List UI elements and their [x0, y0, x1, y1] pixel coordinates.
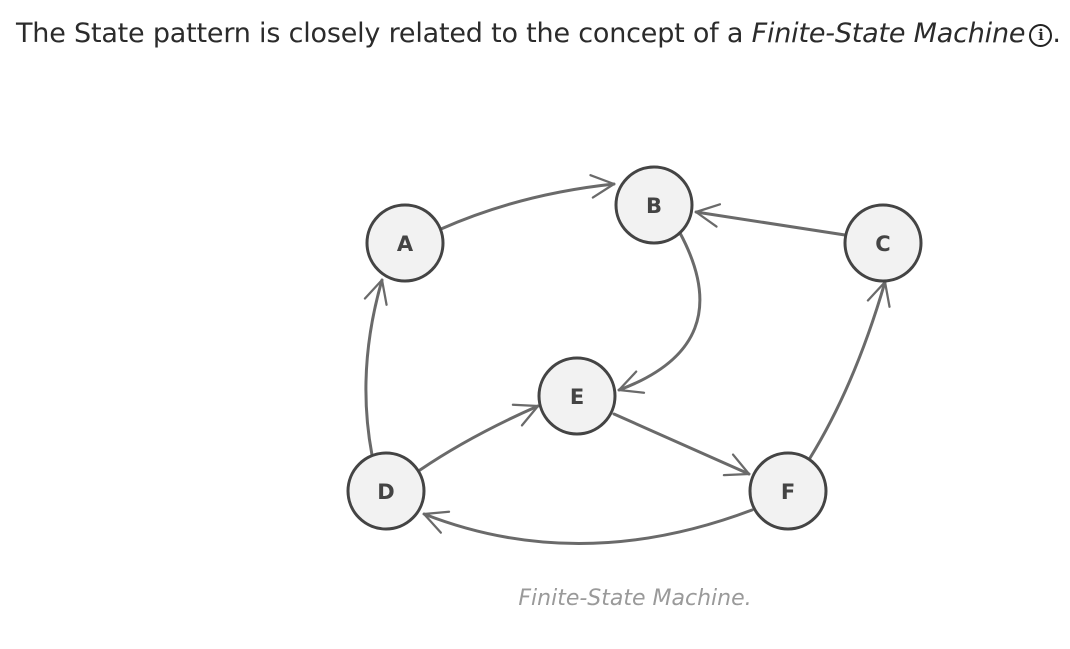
state-node-c: C [843, 203, 923, 283]
state-node-circle [537, 356, 617, 436]
state-node-label: D [377, 480, 394, 504]
state-node-e: E [537, 356, 617, 436]
edges-layer [363, 174, 891, 546]
edge-e-to-f [612, 412, 751, 477]
state-node-a: A [365, 203, 445, 283]
state-node-circle [346, 451, 426, 531]
state-node-label: E [570, 385, 584, 409]
edge-a-to-b [439, 174, 616, 231]
edge-d-to-a [363, 278, 388, 457]
intro-text: The State pattern is closely related to … [16, 18, 752, 49]
nodes-layer: A B C D E F [346, 165, 923, 531]
intro-paragraph: The State pattern is closely related to … [16, 14, 1061, 54]
state-node-d: D [346, 451, 426, 531]
state-node-label: B [646, 194, 662, 218]
intro-end-punct: . [1052, 18, 1061, 49]
edge-f-to-c [808, 280, 891, 460]
info-icon[interactable]: i [1029, 24, 1053, 47]
state-node-circle [843, 203, 923, 283]
edge-b-to-e [617, 231, 702, 394]
edge-c-to-b [694, 203, 847, 237]
state-node-label: F [781, 480, 795, 504]
state-node-f: F [748, 451, 828, 531]
state-node-label: C [875, 232, 890, 256]
state-node-circle [614, 165, 694, 245]
edge-d-to-e [418, 403, 540, 472]
edge-f-to-d [422, 508, 754, 546]
state-node-circle [748, 451, 828, 531]
diagram-caption: Finite-State Machine. [518, 586, 752, 611]
state-node-b: B [614, 165, 694, 245]
fsm-term: Finite-State Machine [751, 18, 1026, 49]
state-node-circle [365, 203, 445, 283]
state-node-label: A [397, 232, 414, 256]
